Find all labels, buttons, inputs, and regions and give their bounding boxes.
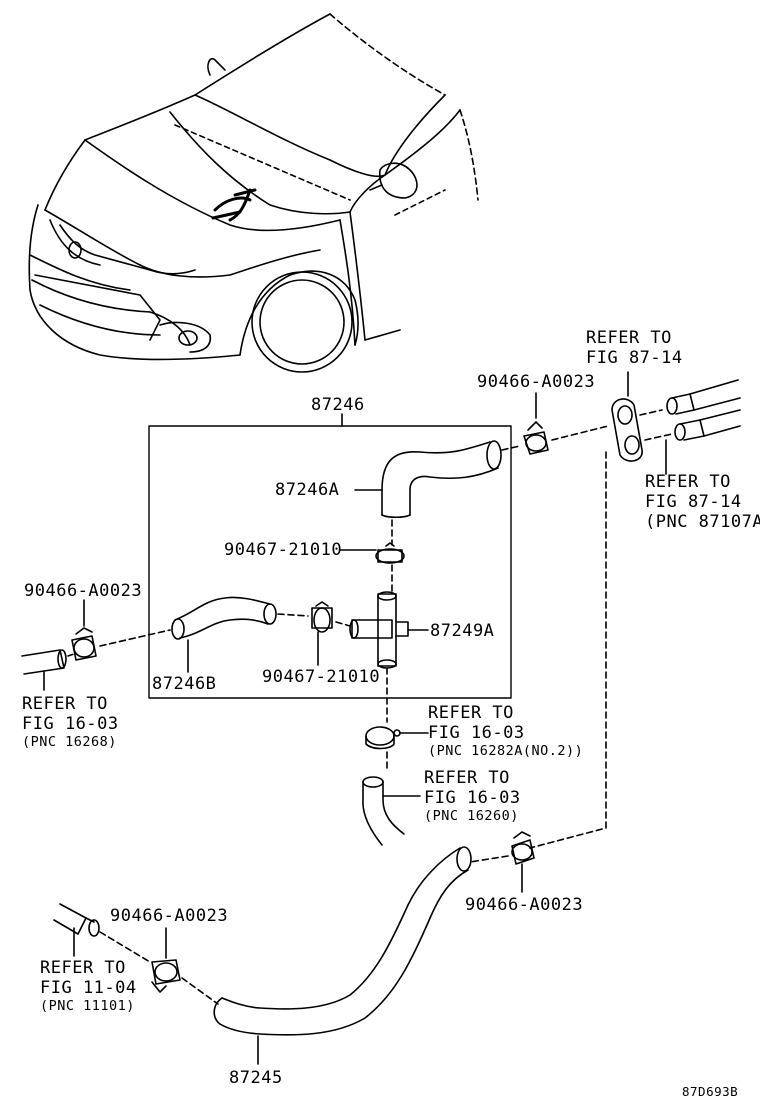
tube-upper (666, 379, 741, 415)
ref-line: REFER TO (424, 768, 510, 788)
ref-line: FIG 16-03 (428, 723, 525, 743)
ref-pnc: (PNC 16260) (424, 808, 519, 824)
ref-line: FIG 87-14 (586, 348, 683, 368)
ref-line: REFER TO (586, 328, 672, 348)
clip-90466-bottom-left (151, 959, 181, 993)
ref-pnc: (PNC 16268) (22, 734, 117, 750)
clip-90466-right (511, 831, 535, 865)
ref-line: FIG 16-03 (22, 714, 119, 734)
callout-87246a: 87246A (275, 480, 340, 500)
ref-fig-16-03-left: REFER TO FIG 16-03 (PNC 16268) (22, 694, 119, 750)
callout-87246: 87246 (311, 395, 365, 415)
clip-90466-left (71, 627, 97, 661)
hose-87246a (381, 440, 502, 519)
ref-line: FIG 87-14 (645, 492, 742, 512)
clip-16282a (365, 726, 401, 750)
tee-87249a (349, 591, 409, 669)
ref-line: (PNC 87107A (645, 512, 760, 532)
callout-90466-right: 90466-A0023 (465, 895, 584, 915)
callout-90466-top: 90466-A0023 (477, 372, 596, 392)
ref-fig-11-04: REFER TO FIG 11-04 (PNC 11101) (40, 958, 137, 1014)
tube-lower (674, 409, 741, 441)
ref-line: REFER TO (40, 958, 126, 978)
clamp-90467-lower (311, 601, 333, 633)
ref-fig-87-14-right: REFER TO FIG 87-14 (PNC 87107A (645, 472, 760, 532)
ref-line: FIG 16-03 (424, 788, 521, 808)
ref-line: FIG 11-04 (40, 978, 137, 998)
pipe-11101 (53, 903, 100, 937)
ref-fig-16-03-mid: REFER TO FIG 16-03 (PNC 16282A(NO.2)) (428, 703, 583, 759)
clip-90466-top (523, 421, 549, 455)
hose-87246b (171, 596, 277, 640)
ref-pnc: (PNC 16282A(NO.2)) (428, 743, 584, 759)
callout-87249a: 87249A (430, 621, 495, 641)
assembly-87246-box (148, 425, 512, 699)
ref-fig-87-14-top: REFER TO FIG 87-14 (586, 328, 683, 368)
ref-fig-16-03-low: REFER TO FIG 16-03 (PNC 16260) (424, 768, 521, 824)
hose-16260-stub (362, 751, 405, 846)
grommet (611, 398, 643, 462)
callout-87245: 87245 (229, 1068, 283, 1088)
pipe-16268 (21, 649, 67, 675)
callout-87246b: 87246B (152, 674, 217, 694)
ref-line: REFER TO (22, 694, 108, 714)
ref-line: REFER TO (645, 472, 731, 492)
callout-90467-lower: 90467-21010 (262, 667, 381, 687)
ref-line: REFER TO (428, 703, 514, 723)
diagram-id: 87D693B (682, 1084, 739, 1099)
callout-90466-bottom-left: 90466-A0023 (110, 906, 229, 926)
ref-pnc: (PNC 11101) (40, 998, 135, 1014)
callout-90467-upper: 90467-21010 (224, 540, 343, 560)
hose-87245 (213, 846, 472, 1036)
callout-90466-left: 90466-A0023 (24, 581, 143, 601)
clamp-90467-upper (375, 542, 405, 564)
vehicle-illustration (28, 13, 479, 373)
